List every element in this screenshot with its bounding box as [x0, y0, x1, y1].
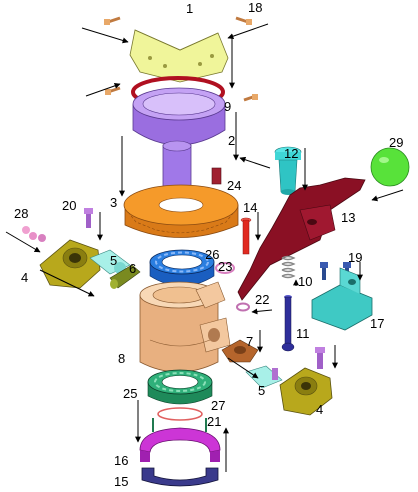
part-1-cap [129, 29, 229, 83]
part-8-housing [139, 281, 231, 373]
label-part-18: 18 [248, 0, 262, 15]
label-part-4-right: 4 [316, 402, 323, 417]
part-29-ball [370, 147, 410, 187]
part-21-screws [152, 418, 207, 432]
label-part-26: 26 [205, 247, 219, 262]
label-part-20: 20 [62, 198, 76, 213]
label-part-28: 28 [14, 206, 28, 221]
label-part-24: 24 [227, 178, 241, 193]
label-part-11: 11 [296, 326, 310, 341]
label-part-17: 17 [370, 316, 384, 331]
part-2-hub [132, 87, 226, 204]
label-part-25: 25 [123, 386, 137, 401]
part-6-shaft [109, 264, 141, 289]
bolt-upper-left [104, 16, 121, 25]
label-part-22: 22 [255, 292, 269, 307]
part-23-washer [215, 262, 235, 274]
label-part-12: 12 [284, 146, 298, 161]
part-7-coupling [221, 339, 259, 363]
part-4-pillow-block-right [279, 367, 333, 416]
label-part-4-left: 4 [21, 270, 28, 285]
label-part-15: 15 [114, 474, 128, 489]
part-5-sleeve-right [245, 365, 283, 389]
part-17-base-bracket [311, 267, 373, 331]
bolt-left-mid [105, 86, 121, 95]
part-14-red-pin [240, 217, 252, 255]
bolt-right-purple [315, 347, 325, 369]
label-part-1: 1 [186, 1, 193, 16]
part-28-screw [22, 226, 46, 242]
part-11-rod [281, 295, 295, 352]
part-25-bearing [147, 369, 213, 405]
label-part-2: 2 [228, 133, 235, 148]
part-number-labels: 1 18 9 2 12 29 24 3 20 28 14 13 6 4 5 26… [14, 0, 403, 489]
part-4-pillow-block-left [39, 239, 101, 289]
part-27-ring [157, 407, 203, 421]
label-part-23: 23 [218, 259, 232, 274]
part-26-bearing [149, 249, 215, 287]
label-part-21: 21 [207, 414, 221, 429]
label-part-7: 7 [246, 334, 253, 349]
label-part-16: 16 [114, 453, 128, 468]
label-part-29: 29 [389, 135, 403, 150]
label-part-10: 10 [298, 274, 312, 289]
label-part-5-right: 5 [258, 383, 265, 398]
label-part-14: 14 [243, 200, 257, 215]
label-part-13: 13 [341, 210, 355, 225]
part-10-spring [281, 255, 296, 279]
part-22-washer [236, 302, 250, 312]
bolt-18 [235, 16, 252, 25]
part-20-bolt [84, 208, 93, 228]
label-part-5-left: 5 [110, 253, 117, 268]
part-24-key [211, 167, 222, 185]
part-3-gear [123, 184, 239, 238]
label-part-8: 8 [118, 351, 125, 366]
part-16-clamp-ring [139, 427, 221, 462]
assembly-arrows [5, 23, 404, 472]
bolt-right-mid [243, 94, 258, 102]
part-5-sleeve-left [89, 249, 131, 275]
label-part-3: 3 [110, 195, 117, 210]
label-part-27: 27 [211, 398, 225, 413]
label-part-6: 6 [129, 261, 136, 276]
label-part-19: 19 [348, 250, 362, 265]
label-part-9: 9 [224, 99, 231, 114]
part-12-cyan-pin [274, 146, 302, 195]
part-15-base-ring [141, 467, 219, 487]
